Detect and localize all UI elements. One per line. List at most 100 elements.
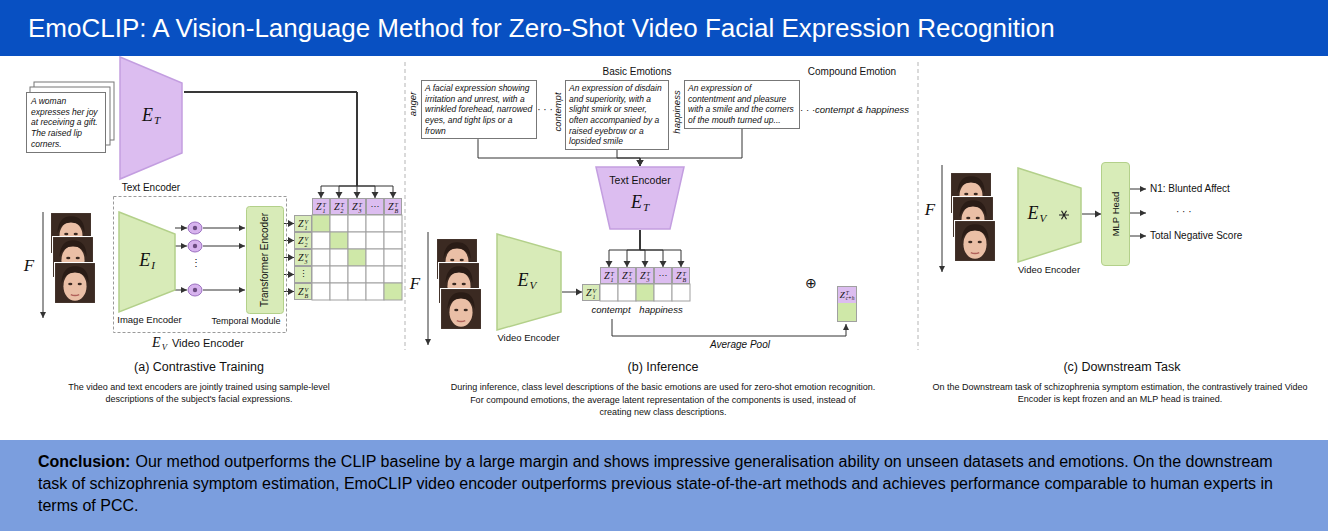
frame-axis: [428, 232, 429, 345]
matrix-cell: [312, 266, 330, 283]
arrow: [203, 228, 245, 229]
node-text: A facial expression showing irritation a…: [425, 83, 533, 136]
encoder-trapezoid: EI Image Encoder: [117, 210, 182, 328]
matrix-cell: [330, 249, 348, 266]
node-text: A woman expresses her joy at receiving a…: [31, 96, 101, 149]
superscript: T: [323, 202, 326, 208]
math-symbol: E: [139, 250, 150, 270]
matrix-cell: [384, 249, 402, 266]
title: EmoCLIP: A Vision-Language Method for Ze…: [28, 13, 1055, 44]
subscript: B: [682, 277, 686, 283]
description-card: A facial expression showing irritation a…: [421, 80, 537, 139]
superscript: T: [682, 271, 686, 277]
text-block: ET: [118, 105, 184, 127]
class-name: contempt & happiness: [815, 104, 909, 115]
text-block: ZV3: [295, 250, 311, 265]
matrix-cell: [348, 232, 366, 249]
operator-symbol: ⊕: [803, 275, 819, 292]
superscript: V: [304, 236, 308, 242]
matrix-cell: [384, 215, 402, 232]
subscript: I: [151, 259, 155, 271]
text-block: ZV1: [295, 216, 311, 231]
encoder-trapezoid: ETText Encoder: [118, 55, 184, 195]
text-block: Image Encoder: [117, 315, 182, 326]
node-text: An expression of contentment and pleasur…: [688, 83, 796, 126]
matrix-cell: [312, 283, 330, 300]
ellipsis: ⋮: [189, 257, 203, 269]
pooled-cell: ZTc+h: [837, 286, 857, 322]
panel-caption: (b) Inference: [563, 360, 763, 375]
matrix-cell: [366, 266, 384, 283]
math-symbol: E: [152, 335, 161, 350]
group-heading: Basic Emotions: [587, 66, 687, 78]
connector: [640, 230, 649, 267]
superscript: V: [304, 287, 308, 293]
face-frame: [54, 262, 96, 304]
superscript: T: [341, 202, 344, 208]
matrix-cell: [654, 284, 672, 301]
matrix-cell: [348, 266, 366, 283]
subscript: 2: [341, 208, 344, 214]
node-text: MLP Head: [1109, 192, 1120, 237]
matrix-cell: ZV3: [294, 249, 312, 266]
text-block: Temporal Module: [208, 316, 284, 326]
matrix-cell: ZV1: [582, 284, 600, 301]
outline: [1059, 211, 1069, 220]
node-text: ···: [371, 201, 380, 211]
subscript: V: [162, 342, 167, 352]
node-text: Our method outperforms the CLIP baseline…: [38, 453, 1273, 514]
text-block: ET: [595, 192, 685, 214]
dashed-group: EVVideo EncoderEIImage EncoderTransforme…: [113, 196, 290, 352]
matrix-cell: ZTB: [672, 267, 690, 284]
text-block: ZT3: [349, 199, 365, 214]
script-stack: T2: [341, 202, 344, 214]
connector-line: [184, 92, 393, 198]
matrix-cell: [672, 284, 690, 301]
text-block: EV: [1016, 203, 1058, 225]
superscript: V: [592, 288, 596, 294]
arrowhead: [637, 160, 644, 166]
connector-line: [640, 230, 681, 267]
panel-description: The video and text encoders are jointly …: [54, 381, 344, 405]
frame-axis: [942, 165, 943, 272]
math-symbol: Z: [352, 201, 358, 212]
subscript: V: [530, 279, 537, 291]
script-stack: V2: [304, 236, 308, 248]
subscript: V: [1040, 212, 1047, 224]
script-stack: V3: [304, 253, 308, 265]
node-text: Image Encoder: [117, 314, 181, 325]
heading: Conclusion:: [38, 453, 130, 470]
matrix-cell: ⋮: [294, 266, 312, 283]
encoder-trapezoid: EVVideo Encoder: [495, 232, 562, 350]
math-symbol: E: [518, 270, 529, 290]
text-block: ZVB: [295, 284, 311, 299]
matrix-cell: [384, 283, 402, 300]
matrix-cell: ZT2: [618, 267, 636, 284]
outline: [1018, 168, 1081, 262]
connector: [640, 230, 667, 267]
matrix-cell: ZT1: [312, 198, 330, 215]
subscript: 2: [304, 242, 308, 248]
arrow: [203, 246, 245, 247]
token-dot: [193, 244, 197, 248]
arrowhead: [637, 160, 644, 166]
matrix-cell: [366, 249, 384, 266]
matrix-cell: [330, 283, 348, 300]
token-dot: [193, 288, 197, 292]
connector: [184, 92, 357, 198]
arrow: [1130, 189, 1146, 190]
transformer-box: Transformer EncoderTemporal Module: [208, 206, 284, 330]
matrix-cell: ZV2: [294, 232, 312, 249]
node-text: Transformer Encoder: [259, 213, 270, 307]
outline: [596, 167, 684, 229]
script-stack: Tc+h: [846, 291, 855, 302]
superscript: T: [394, 202, 398, 208]
node-text: ⋮: [299, 269, 308, 279]
frame-axis: [43, 212, 44, 318]
math-symbol: Z: [316, 201, 322, 212]
matrix-cell: ZV1: [294, 215, 312, 232]
class-name: contempt: [552, 92, 563, 131]
output-name: N1: Blunted Affect: [1150, 183, 1230, 195]
matrix-cell: [600, 284, 618, 301]
matrix-cell: [366, 215, 384, 232]
